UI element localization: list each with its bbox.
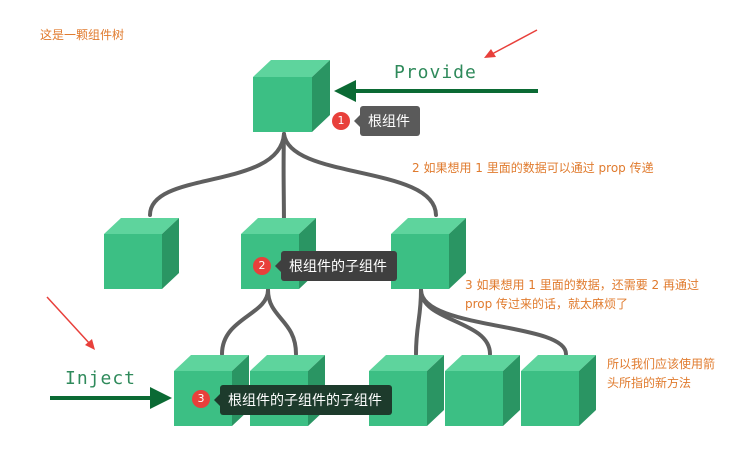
badge-2: 2 [253,257,271,275]
edge-root-child1 [148,132,286,217]
cube-root [253,60,330,132]
cube-grandchild-4 [445,355,520,426]
cube-child-3 [391,218,466,289]
badge-1: 1 [332,112,350,130]
note-too-troublesome: 3 如果想用 1 里面的数据，还需要 2 再通过 prop 传过来的话，就太麻烦… [465,278,699,311]
cube-grandchild-5 [521,355,596,426]
tree-caption: 这是一颗组件树 [40,28,125,42]
badge-3: 3 [192,390,210,408]
note-new-method: 所以我们应该使用箭 头所指的新方法 [607,357,716,390]
root-component-label: 根组件 [368,114,410,130]
cube-grandchild-3 [369,355,444,426]
inject-arrow [50,387,172,409]
child-component-label: 根组件的子组件 [289,259,387,275]
edge-child2-gc1 [220,288,270,356]
grandchild-component-label-box: 根组件的子组件的子组件 [214,385,392,415]
red-pointer-arrow-bottom [46,296,95,350]
provide-arrow [334,80,538,102]
cube-child-1 [104,218,179,289]
child-component-label-box: 根组件的子组件 [275,251,397,281]
edge-child3-gc5 [419,288,568,356]
note-prop-passing: 2 如果想用 1 里面的数据可以通过 prop 传递 [412,161,654,175]
edge-root-child3 [282,132,438,217]
red-pointer-arrow-top [484,29,538,58]
root-component-label-box: 根组件 [354,106,420,136]
provide-label: Provide [394,62,477,83]
edge-child3-gc3 [414,288,423,356]
grandchild-component-label: 根组件的子组件的子组件 [228,393,382,409]
inject-label: Inject [65,368,137,389]
edge-child2-gc2 [266,288,298,356]
